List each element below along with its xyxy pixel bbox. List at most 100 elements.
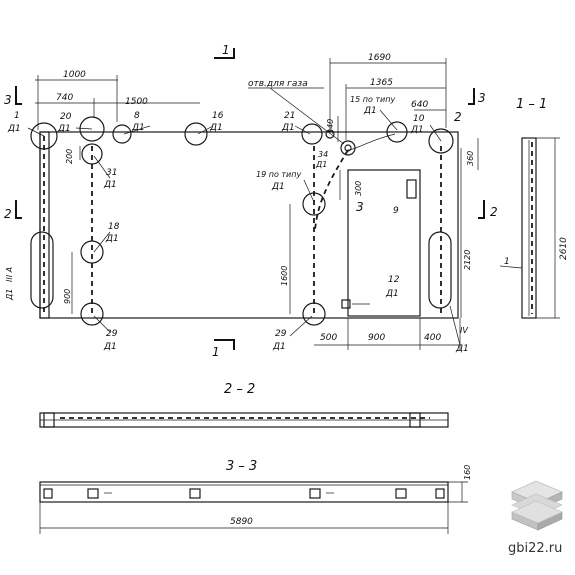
left-edge-strip xyxy=(39,131,50,319)
loop-8 xyxy=(112,124,132,144)
stacked-slabs-logo xyxy=(511,480,563,531)
loop-21 xyxy=(301,123,323,145)
section-3-3-block-3 xyxy=(189,488,201,499)
slot-right xyxy=(428,231,452,309)
cut-3-right xyxy=(468,88,475,105)
leader-16 xyxy=(197,125,214,135)
leader-21 xyxy=(294,125,311,135)
section-1-1-dim-label: 2610 xyxy=(559,237,569,260)
dim-2120: 2120 xyxy=(463,250,472,270)
watermark: gbi22.ru xyxy=(508,541,562,556)
dim-1500: 1500 xyxy=(125,97,148,107)
cut-1-top-label: 1 xyxy=(222,43,230,57)
loop-1 xyxy=(30,122,58,150)
cut-2-left xyxy=(15,200,22,219)
section-1-1-title: 1 – 1 xyxy=(516,97,547,112)
loop-19 xyxy=(302,192,326,216)
door-handle xyxy=(406,179,417,199)
section-3-3-block-2 xyxy=(87,488,99,499)
leader-gas xyxy=(269,87,345,145)
loop-10 xyxy=(428,128,454,154)
door-sill-block xyxy=(341,299,351,309)
item-10-code: Д1 xyxy=(410,125,424,135)
section-3-3-body xyxy=(39,481,449,503)
item-29a-code: Д1 xyxy=(103,342,117,352)
section-1-1-body xyxy=(521,137,537,319)
leader-15 xyxy=(379,109,398,131)
dim-360: 360 xyxy=(466,151,475,166)
leader-31 xyxy=(93,155,111,179)
item-31-num: 31 xyxy=(106,168,117,178)
slot-left xyxy=(30,231,54,309)
dim-740: 740 xyxy=(56,93,73,103)
section-1-1-leader xyxy=(499,265,523,269)
item-29b-code: Д1 xyxy=(272,342,286,352)
item-IIIA-code: Д1 xyxy=(5,289,14,301)
loop-gas xyxy=(340,140,356,156)
item-16-num: 16 xyxy=(212,111,224,121)
marker-9: 9 xyxy=(393,206,399,216)
leader-1 xyxy=(27,127,45,137)
item-IIIA-num: III А xyxy=(5,267,14,282)
item-1-num: 1 xyxy=(14,111,20,121)
leader-29b xyxy=(289,315,313,337)
item-15-num: 15 по типу xyxy=(350,95,395,104)
loop-gas-inner xyxy=(344,144,352,152)
leader-18 xyxy=(93,231,111,253)
section-3-3-length: 5890 xyxy=(230,517,253,527)
dim-900-bottom: 900 xyxy=(368,333,385,343)
item-20-num: 20 xyxy=(60,112,72,122)
item-IV-num: IV xyxy=(460,326,468,335)
section-3-3-block-6 xyxy=(435,488,445,499)
leader-IV xyxy=(449,305,461,346)
dim-1000: 1000 xyxy=(63,70,86,80)
item-12-num: 12 xyxy=(388,275,400,285)
section-3-3-block-1 xyxy=(43,488,53,499)
leader-29a xyxy=(93,315,111,333)
cut-3-left xyxy=(15,86,22,105)
dim-1690: 1690 xyxy=(368,53,391,63)
item-8-code: Д1 xyxy=(131,123,145,133)
item-IV-code: Д1 xyxy=(455,344,469,354)
section-3-3-block-5 xyxy=(395,488,407,499)
item-10-num: 10 xyxy=(413,114,425,124)
item-19-code: Д1 xyxy=(271,182,285,192)
section-2-2-end-left xyxy=(43,412,55,428)
dim-300: 300 xyxy=(354,181,363,196)
dim-1365: 1365 xyxy=(370,78,393,88)
item-16-code: Д1 xyxy=(209,123,223,133)
cut-2-right-label: 2 xyxy=(490,205,498,219)
marker-3: 3 xyxy=(356,200,364,214)
section-2-2-title: 2 – 2 xyxy=(224,382,255,397)
leader-10 xyxy=(429,124,442,142)
item-31-code: Д1 xyxy=(103,180,117,190)
item-19-num: 19 по типу xyxy=(256,170,301,179)
section-1-1: 1 – 1 2610 1 xyxy=(499,97,569,319)
item-15-code: Д1 xyxy=(363,106,377,116)
cut-1-bottom xyxy=(214,339,235,350)
loop-18 xyxy=(80,240,104,264)
cut-3-left-label: 3 xyxy=(4,93,12,107)
cut-2-right xyxy=(478,200,485,219)
item-29a-num: 29 xyxy=(106,329,118,339)
section-3-3-thickness: 160 xyxy=(463,465,472,480)
item-18-num: 18 xyxy=(108,222,120,232)
loop-15 xyxy=(386,121,408,143)
loop-29b xyxy=(302,302,326,326)
loop-29a xyxy=(80,302,104,326)
leader-8 xyxy=(123,125,151,135)
item-1-code: Д1 xyxy=(7,124,21,134)
marker-2: 2 xyxy=(454,110,462,124)
dim-140: 140 xyxy=(326,119,335,134)
item-20-code: Д1 xyxy=(57,124,71,134)
dim-400: 400 xyxy=(424,333,441,343)
door-opening xyxy=(347,169,421,317)
loop-16 xyxy=(184,122,208,146)
cut-1-bottom-label: 1 xyxy=(212,345,220,359)
dim-640: 640 xyxy=(411,100,428,110)
cut-2-left-label: 2 xyxy=(4,207,12,221)
item-12-code: Д1 xyxy=(385,289,399,299)
loop-31 xyxy=(81,143,103,165)
section-3-3-title: 3 – 3 xyxy=(226,459,257,474)
